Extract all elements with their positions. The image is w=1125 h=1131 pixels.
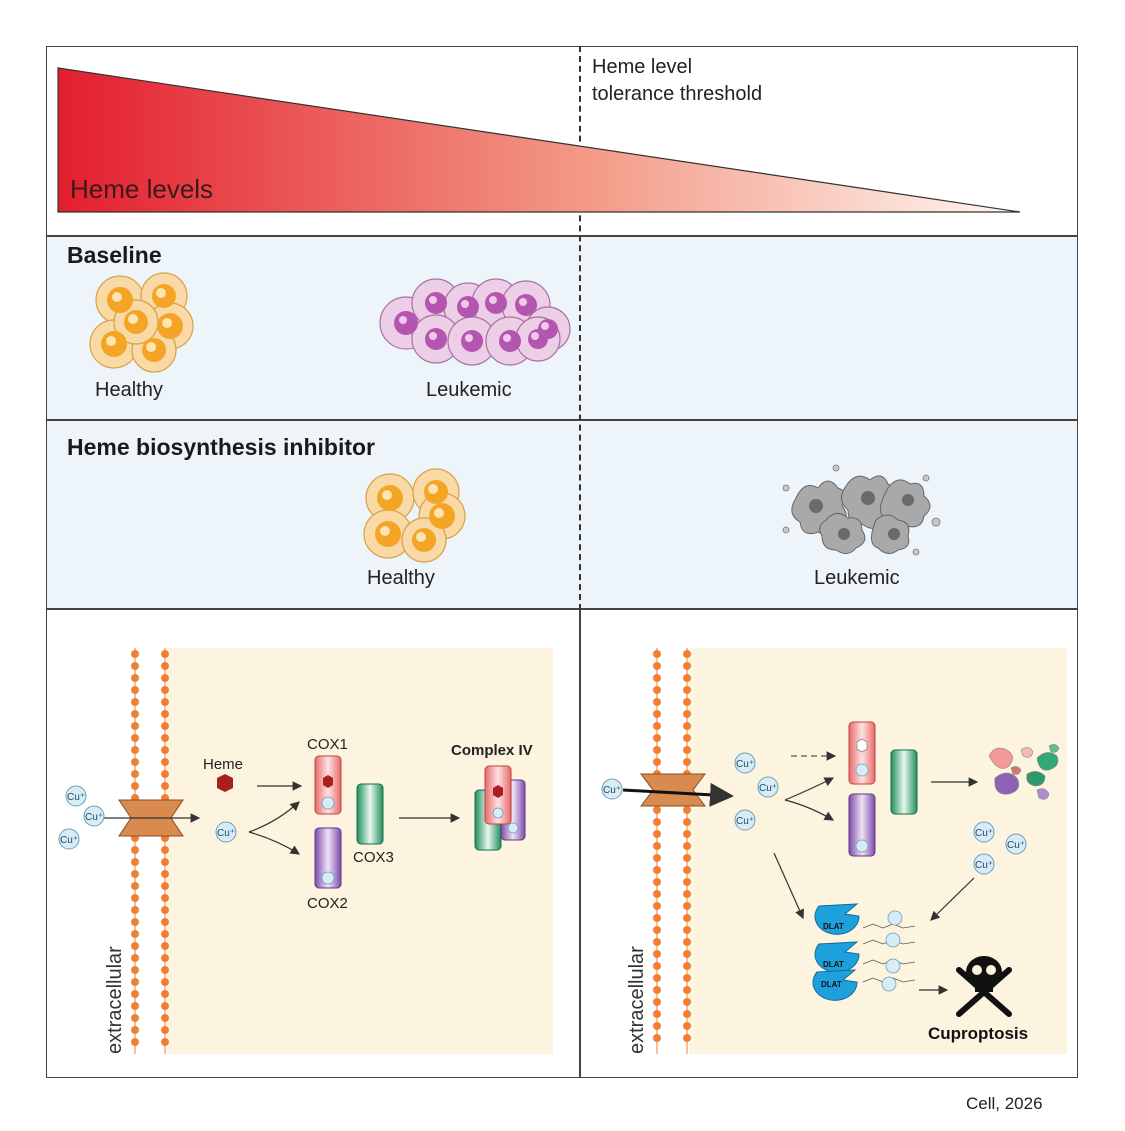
svg-text:Cu⁺: Cu⁺: [1007, 840, 1025, 851]
skull-crossbones-icon: [956, 956, 1012, 1017]
svg-text:Cu⁺: Cu⁺: [217, 828, 235, 839]
divider-3: [46, 608, 1078, 610]
leukemic-cells-cluster: [379, 278, 571, 366]
svg-text:DLAT: DLAT: [823, 960, 844, 969]
baseline-healthy-label: Healthy: [95, 379, 163, 401]
svg-text:Cu⁺: Cu⁺: [603, 785, 621, 796]
svg-text:extracellular: extracellular: [104, 946, 126, 1054]
svg-text:COX2: COX2: [307, 895, 348, 912]
divider-2: [46, 419, 1078, 421]
svg-text:extracellular: extracellular: [626, 946, 648, 1054]
mechanism-right: Cu⁺ Cu⁺ Cu⁺ Cu⁺ Cu⁺ Cu⁺ Cu⁺ DLAT DLAT DLAT: [601, 648, 1067, 1054]
inhibitor-title: Heme biosynthesis inhibitor: [67, 434, 375, 460]
citation: Cell, 2026: [966, 1094, 1043, 1113]
baseline-title: Baseline: [67, 242, 162, 268]
svg-text:COX3: COX3: [353, 849, 394, 866]
svg-text:Cu⁺: Cu⁺: [975, 828, 993, 839]
threshold-label-line1: Heme level: [592, 56, 693, 78]
dying-leukemic-cells: [782, 464, 941, 556]
svg-text:Heme: Heme: [203, 756, 243, 773]
healthy-cells-cluster-inhibitor: [363, 468, 466, 563]
threshold-label-line2: tolerance threshold: [592, 83, 763, 105]
divider-1: [46, 235, 1078, 237]
svg-text:Cu⁺: Cu⁺: [975, 860, 993, 871]
baseline-leukemic-label: Leukemic: [426, 379, 512, 401]
figure-frame: [46, 46, 1078, 1078]
mechanism-left: Cu⁺Cu⁺Cu⁺ Heme Cu⁺ COX1 COX2 COX3 Comple…: [58, 648, 553, 1054]
svg-text:Cu⁺: Cu⁺: [67, 792, 85, 803]
inhibitor-healthy-label: Healthy: [367, 567, 435, 589]
svg-text:DLAT: DLAT: [821, 980, 842, 989]
threshold-dashed-line: [579, 46, 581, 610]
svg-text:Complex IV: Complex IV: [451, 742, 533, 759]
svg-text:Cu⁺: Cu⁺: [736, 816, 754, 827]
svg-text:Cu⁺: Cu⁺: [736, 759, 754, 770]
svg-text:Cu⁺: Cu⁺: [759, 783, 777, 794]
inhibitor-leukemic-label: Leukemic: [814, 567, 900, 589]
mechanism-divider: [579, 610, 581, 1078]
svg-text:COX1: COX1: [307, 736, 348, 753]
healthy-cells-cluster: [89, 272, 194, 373]
svg-text:DLAT: DLAT: [823, 922, 844, 931]
svg-text:Cu⁺: Cu⁺: [60, 835, 78, 846]
cuproptosis-label: Cuproptosis: [928, 1024, 1029, 1043]
svg-text:Cu⁺: Cu⁺: [85, 812, 103, 823]
heme-levels-label: Heme levels: [70, 174, 214, 204]
heme-gradient-triangle: [57, 67, 1021, 213]
